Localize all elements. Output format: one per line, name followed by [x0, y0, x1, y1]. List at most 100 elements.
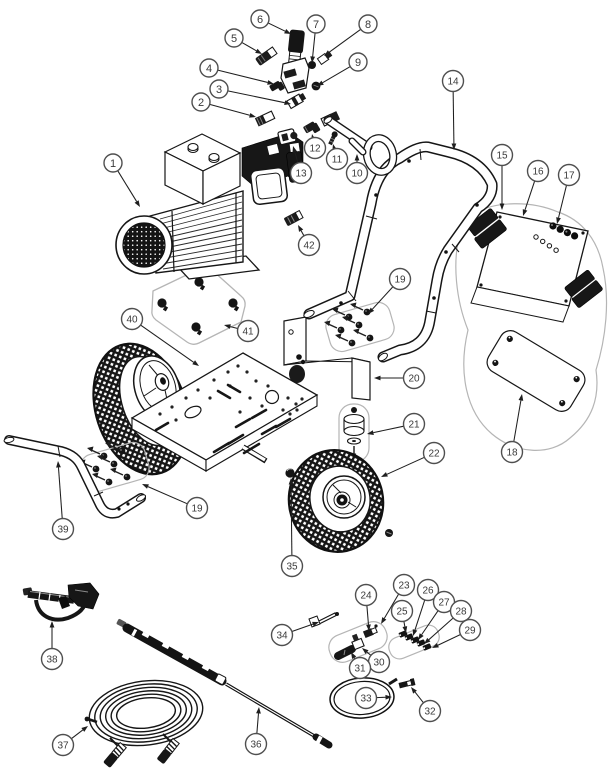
handle-clamp-top	[467, 208, 507, 249]
callout-10: 10	[345, 154, 369, 185]
bolt-set-upper	[324, 301, 395, 353]
bolt	[332, 307, 353, 321]
callout-13: 13	[289, 146, 313, 185]
connector-42	[284, 209, 304, 226]
callout-number-38: 38	[46, 655, 58, 666]
callout-balloon-40	[120, 307, 144, 331]
callout-balloon-41	[236, 319, 260, 343]
callout-balloon-34	[270, 623, 294, 647]
callout-25: 25	[390, 599, 414, 633]
callout-19b: 19	[142, 484, 209, 520]
callout-number-9: 9	[355, 57, 361, 69]
callout-6: 6	[250, 9, 291, 34]
base-plate	[130, 352, 319, 472]
callout-balloon-13	[289, 161, 313, 185]
callout-balloon-1	[103, 153, 123, 173]
callout-number-5: 5	[231, 33, 237, 45]
callout-40: 40	[120, 307, 199, 366]
callout-number-39: 39	[57, 525, 69, 536]
callout-balloon-22	[422, 441, 446, 465]
callout-39: 39	[51, 461, 75, 541]
callout-balloon-42	[297, 233, 321, 257]
callout-29: 29	[432, 618, 482, 648]
callout-number-6: 6	[257, 14, 263, 26]
callout-balloon-18	[500, 440, 524, 464]
bolt	[97, 454, 118, 468]
bolt	[350, 302, 371, 316]
callout-20: 20	[374, 366, 426, 390]
bolt	[105, 441, 126, 455]
callout-number-11: 11	[332, 155, 343, 166]
callout-balloon-29	[458, 618, 482, 642]
callout-9: 9	[317, 52, 368, 86]
callout-number-19a: 19	[394, 275, 406, 286]
callout-balloon-4	[199, 58, 219, 78]
callout-number-21: 21	[408, 420, 420, 431]
fitting-12	[303, 121, 321, 134]
callout-balloon-19b	[185, 496, 209, 520]
callout-number-22: 22	[428, 449, 440, 460]
bolt	[324, 320, 345, 334]
terminal-box	[163, 133, 242, 205]
access-plate	[486, 330, 586, 412]
callout-3: 3	[209, 79, 291, 106]
callout-balloon-10	[345, 161, 369, 185]
callout-14: 14	[441, 69, 465, 150]
callout-number-2: 2	[198, 97, 204, 109]
callout-18: 18	[500, 394, 524, 464]
callout-37: 37	[51, 726, 88, 757]
callout-number-26: 26	[422, 586, 434, 597]
callout-balloon-39	[51, 517, 75, 541]
callout-balloon-11	[325, 147, 349, 171]
callout-1: 1	[103, 153, 140, 207]
callout-number-28: 28	[455, 607, 467, 618]
callout-34: 34	[270, 621, 319, 647]
callout-balloon-36	[244, 732, 268, 756]
nozzle-kit-group	[308, 612, 440, 719]
callout-number-42: 42	[303, 241, 315, 252]
callout-21: 21	[367, 412, 426, 436]
bolt	[335, 333, 356, 347]
bolt	[342, 315, 363, 329]
callout-balloon-32	[418, 699, 442, 723]
callout-19a: 19	[368, 267, 412, 314]
callout-balloon-2	[191, 92, 211, 112]
callout-balloon-26	[416, 578, 440, 602]
bolt	[92, 472, 113, 486]
fitting-5	[255, 46, 278, 66]
plate-slots	[154, 383, 292, 455]
callout-balloon-24	[354, 583, 378, 607]
bolt	[353, 328, 374, 342]
fitting-4	[269, 81, 285, 92]
fitting-3	[286, 92, 307, 110]
fitting-8	[316, 51, 333, 66]
callout-11: 11	[325, 144, 349, 171]
callout-26: 26	[412, 578, 440, 636]
nozzle-24	[362, 626, 378, 639]
cart-handle	[303, 141, 498, 363]
panel-knobs	[549, 222, 579, 240]
nozzle-set-25-29	[398, 630, 432, 651]
callout-number-23: 23	[398, 581, 410, 592]
callout-number-19b: 19	[191, 504, 203, 515]
callout-12: 12	[303, 134, 327, 160]
control-panel	[467, 208, 603, 323]
callout-balloon-16	[526, 159, 550, 183]
callout-balloon-31	[348, 656, 372, 680]
handle-seams	[347, 148, 460, 314]
callout-balloon-37	[51, 733, 75, 757]
callout-balloon-6	[250, 9, 270, 29]
callout-28: 28	[424, 599, 473, 644]
panel-holes	[533, 234, 559, 253]
hub-cap-35	[285, 468, 295, 478]
callout-number-27: 27	[438, 598, 450, 609]
fitting-13	[277, 128, 298, 146]
callout-balloon-20	[402, 366, 426, 390]
callout-16: 16	[522, 159, 550, 216]
coupler-30	[351, 633, 365, 651]
right-wheel	[285, 449, 393, 553]
bolt-11	[328, 131, 338, 146]
callout-balloon-19a	[388, 267, 412, 291]
callout-32: 32	[411, 687, 442, 723]
